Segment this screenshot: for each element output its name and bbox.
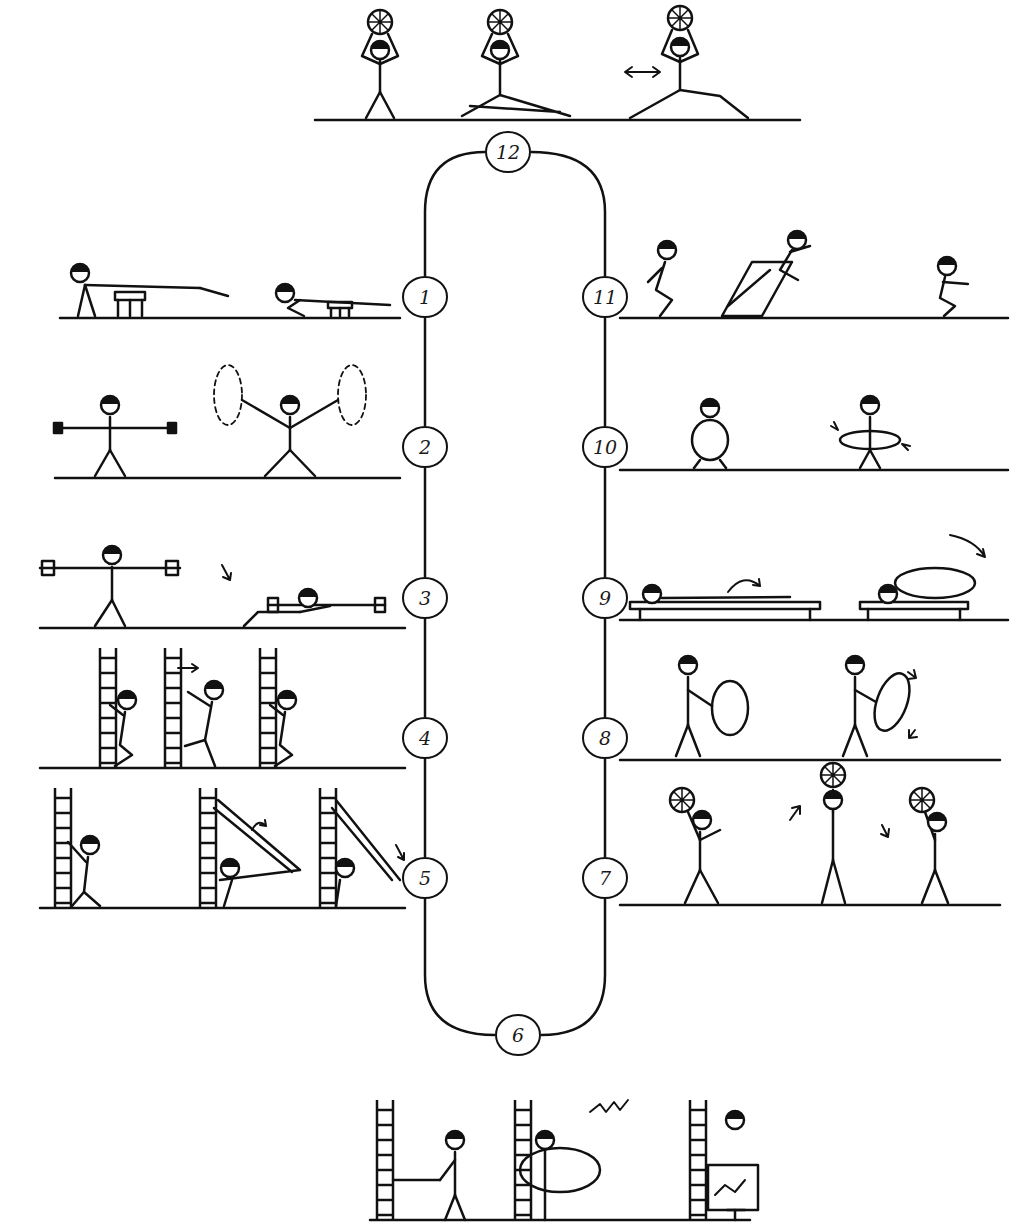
station-circle: 12	[485, 131, 531, 173]
station-circle: 3	[402, 577, 448, 619]
station-number: 9	[599, 589, 611, 608]
track-line	[424, 759, 427, 857]
station-number: 6	[512, 1026, 524, 1045]
station-circle: 9	[582, 577, 628, 619]
station-circle: 7	[582, 857, 628, 899]
track-line	[425, 152, 485, 276]
track-line	[604, 468, 607, 577]
station-number: 4	[419, 729, 431, 748]
station-circle: 6	[495, 1014, 541, 1056]
station-number: 7	[599, 869, 611, 888]
track-line	[424, 468, 427, 577]
station-number: 8	[599, 729, 611, 748]
track-line	[531, 152, 605, 276]
track-line	[424, 619, 427, 717]
station-circle: 1	[402, 276, 448, 318]
track-line	[541, 899, 605, 1035]
station-number: 5	[419, 869, 431, 888]
track-line	[604, 619, 607, 717]
station-number: 1	[419, 288, 431, 307]
station-number: 10	[593, 438, 617, 457]
track-line	[424, 318, 427, 426]
station-circle: 11	[582, 276, 628, 318]
station-number: 2	[419, 438, 431, 457]
station-number: 12	[496, 143, 520, 162]
station-circle: 2	[402, 426, 448, 468]
station-circle: 4	[402, 717, 448, 759]
track-line	[604, 318, 607, 426]
track-line	[425, 899, 495, 1035]
station-circle: 5	[402, 857, 448, 899]
track-line	[604, 759, 607, 857]
station-circle: 10	[582, 426, 628, 468]
station-number: 11	[593, 288, 617, 307]
station-number: 3	[419, 589, 431, 608]
station-circle: 8	[582, 717, 628, 759]
